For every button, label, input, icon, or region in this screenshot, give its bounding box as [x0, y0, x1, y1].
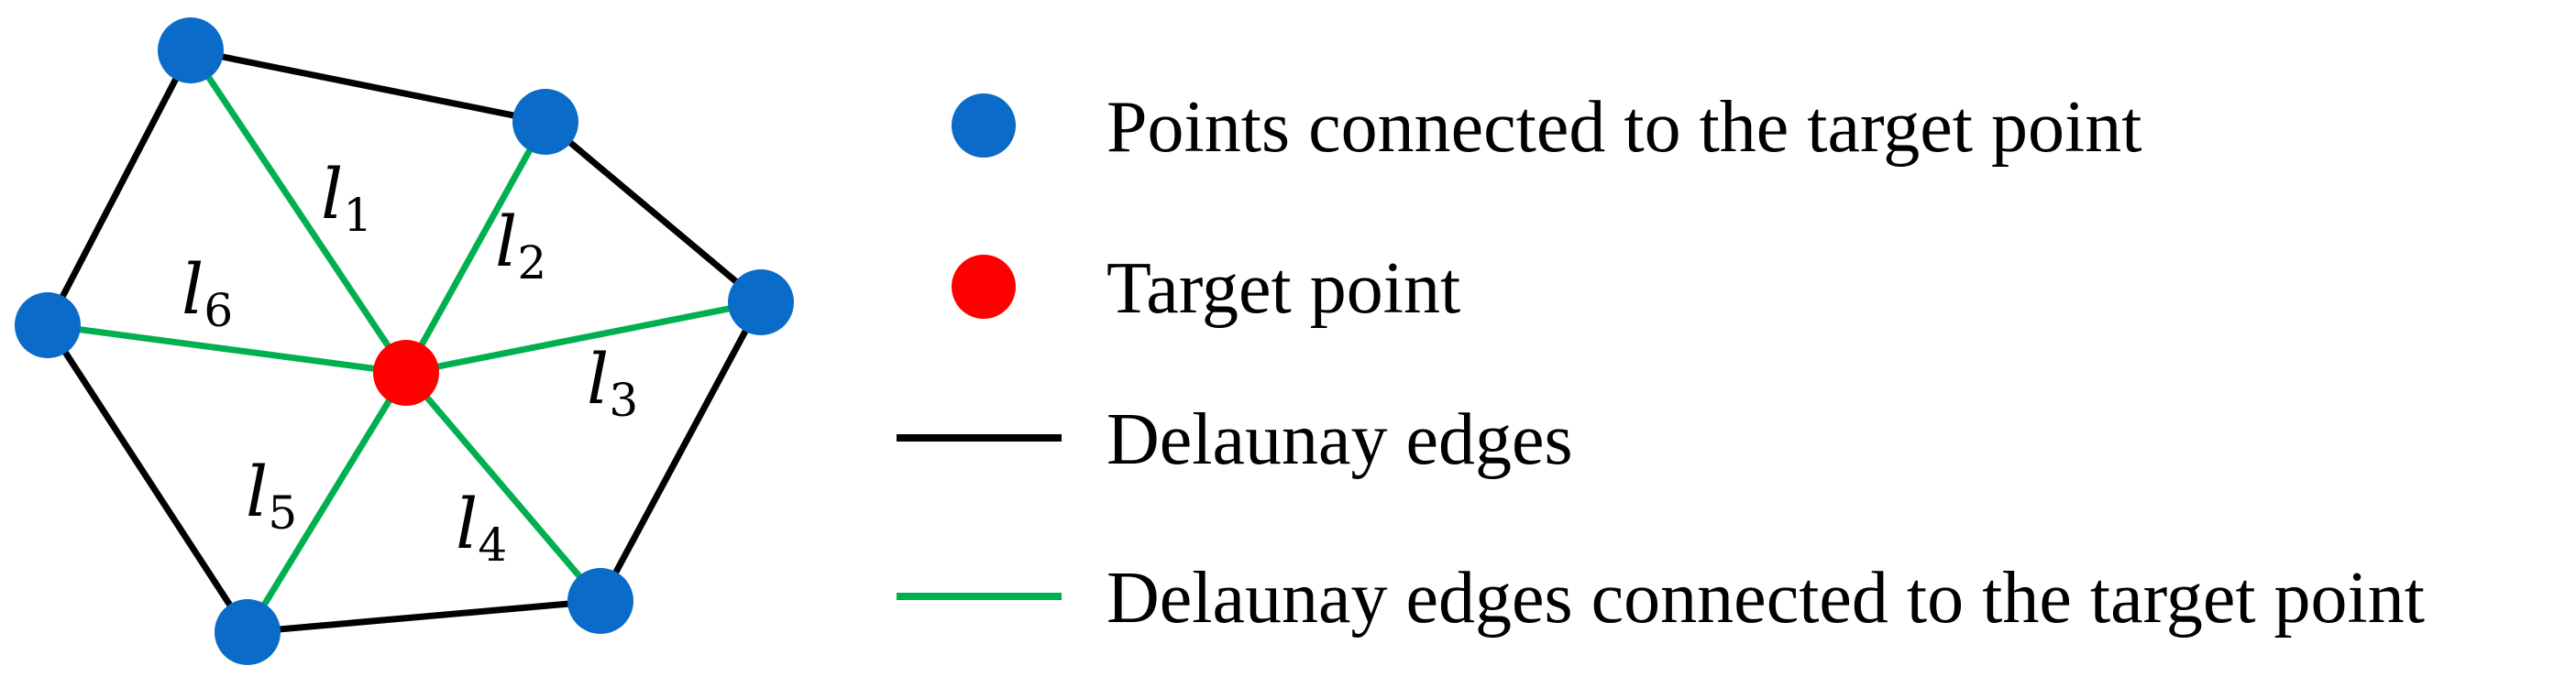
neighbor-point-2: [512, 89, 578, 155]
edge-labels: l1 l2 l3 l4 l5 l6: [182, 153, 638, 572]
connected-edge-l1: [188, 49, 409, 375]
legend-blue-dot-icon: [952, 93, 1016, 158]
legend: Points connected to the target point Tar…: [897, 87, 2425, 639]
edge-label-l3-sub: 3: [609, 374, 638, 427]
edge-label-l1-sub: 1: [343, 189, 372, 242]
neighbor-point-5: [215, 599, 281, 665]
delaunay-edge-6-1: [44, 49, 194, 327]
edge-label-l5-sub: 5: [268, 486, 297, 540]
legend-label-connected-edges: Delaunay edges connected to the target p…: [1106, 558, 2425, 639]
edge-label-l6: l6: [182, 248, 233, 337]
edge-label-l1: l1: [321, 153, 372, 242]
connected-edge-l2: [402, 120, 549, 375]
legend-red-dot-icon: [952, 255, 1016, 319]
edge-label-l4-sub: 4: [478, 519, 507, 572]
neighbor-points: [15, 17, 794, 665]
edge-label-l5: l5: [246, 451, 297, 540]
legend-label-delaunay-edges: Delaunay edges: [1106, 399, 1573, 480]
connected-edge-l5: [245, 371, 409, 634]
edge-label-l6-sub: 6: [204, 284, 233, 337]
delaunay-edge-2-3: [543, 119, 764, 305]
connected-edges: [47, 49, 762, 634]
connected-edge-l3: [405, 299, 762, 377]
edge-label-l4: l4: [456, 483, 507, 572]
edge-label-l3: l3: [587, 338, 638, 427]
neighbor-point-1: [158, 17, 224, 83]
delaunay-edges: [44, 47, 765, 636]
neighbor-point-6: [15, 292, 81, 358]
delaunay-edge-1-2: [190, 47, 546, 126]
edge-label-l2-sub: 2: [517, 236, 546, 289]
delaunay-edge-5-6: [45, 323, 250, 634]
connected-edge-l6: [47, 322, 407, 377]
legend-label-neighbor-points: Points connected to the target point: [1106, 87, 2141, 168]
legend-label-target-point: Target point: [1106, 248, 1460, 329]
connected-edge-l4: [403, 370, 603, 604]
delaunay-edge-3-4: [597, 300, 765, 603]
neighbor-point-4: [567, 568, 633, 634]
neighbor-point-3: [728, 269, 794, 335]
delaunay-edge-4-5: [247, 597, 601, 636]
target-point: [373, 340, 439, 406]
edge-label-l2: l2: [495, 201, 546, 289]
